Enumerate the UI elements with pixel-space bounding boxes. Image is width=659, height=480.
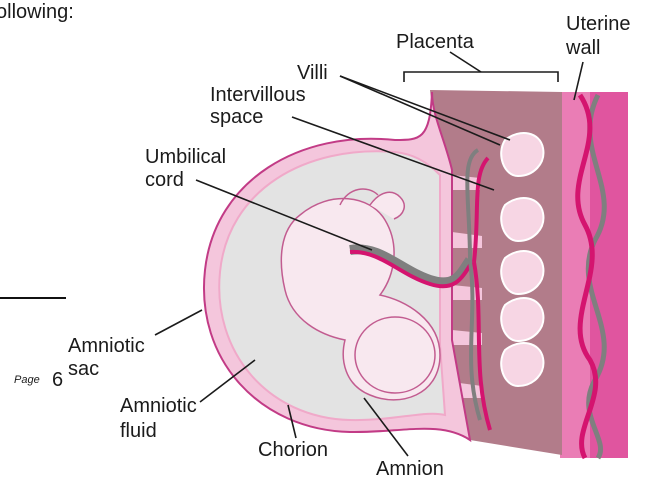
placenta-leader	[450, 52, 481, 72]
villus	[501, 251, 543, 294]
villus	[501, 298, 543, 341]
amniotic-sac-leader	[155, 310, 202, 335]
label-villi: Villi	[297, 62, 328, 84]
label-umbilical-2: cord	[145, 169, 184, 191]
label-amnion: Amnion	[376, 458, 444, 480]
label-amniotic-sac-2: sac	[68, 358, 99, 380]
villus	[501, 198, 543, 241]
label-amniotic-fluid-1: Amniotic	[120, 395, 197, 417]
label-uterine-wall-1: Uterine	[566, 13, 630, 35]
villus	[501, 343, 543, 386]
label-amniotic-fluid-2: fluid	[120, 420, 157, 442]
label-chorion: Chorion	[258, 439, 328, 461]
header-fragment: ollowing:	[0, 1, 74, 23]
page-number: 6	[52, 369, 63, 391]
label-intervillous-1: Intervillous	[210, 84, 306, 106]
placenta-bracket	[404, 72, 558, 82]
label-intervillous-2: space	[210, 106, 263, 128]
label-uterine-wall-2: wall	[565, 37, 600, 59]
label-placenta: Placenta	[396, 31, 475, 53]
page-label: Page	[14, 374, 40, 386]
label-umbilical-1: Umbilical	[145, 146, 226, 168]
label-amniotic-sac-1: Amniotic	[68, 335, 145, 357]
